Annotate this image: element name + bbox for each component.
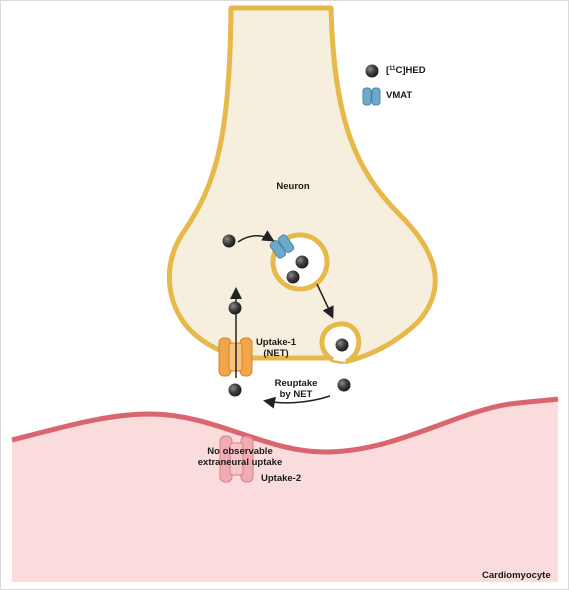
legend-ligand-icon [366,65,379,78]
reuptake-label-line2: by NET [280,389,313,400]
ligand-molecule [223,235,236,248]
neuron-label: Neuron [276,181,309,192]
uptake1-label-line2: (NET) [263,348,288,359]
no-uptake-label-line2: extraneural uptake [198,457,282,468]
legend-vmat-label: VMAT [386,90,412,101]
legend-ligand-label: [11C]HED [386,64,426,76]
no-uptake-label-line1: No observable [207,446,272,457]
uptake1-label-line1: Uptake-1 [256,337,296,348]
reuptake-label-line1: Reuptake [275,378,318,389]
cardiomyocyte-body [12,399,558,582]
cardiomyocyte-label: Cardiomyocyte [482,570,551,581]
uptake2-label: Uptake-2 [261,473,301,484]
ligand-molecule [338,379,351,392]
ligand-molecule [287,271,300,284]
legend-vmat-icon [363,88,380,105]
ligand-molecule [229,302,242,315]
ligand-molecule [229,384,242,397]
ligand-molecule [336,339,349,352]
ligand-molecule [296,256,309,269]
